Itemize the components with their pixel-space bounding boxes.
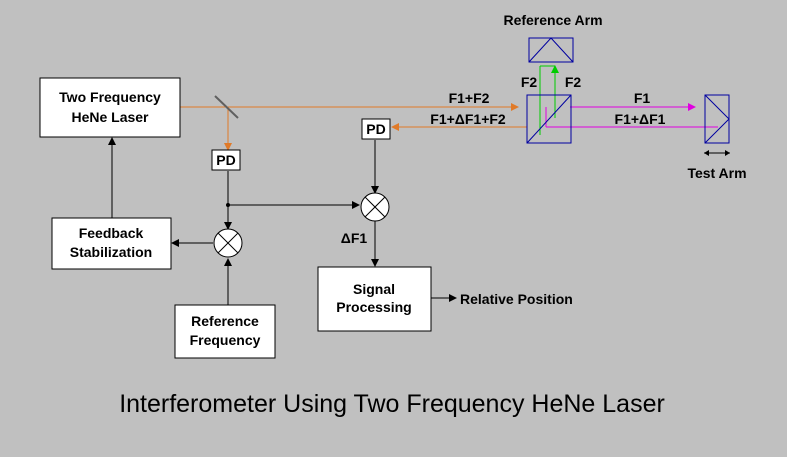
- laser-beams: [180, 103, 527, 151]
- signal-label-line2: Processing: [336, 299, 411, 315]
- reference-frequency-box: Reference Frequency: [174, 304, 276, 359]
- f1-plus-df1-label: F1+ΔF1: [615, 111, 666, 127]
- ref-freq-label-line2: Frequency: [190, 332, 261, 348]
- pd-measurement-label: PD: [366, 121, 385, 137]
- photodetector-measurement: PD: [361, 118, 391, 140]
- laser-label-line2: HeNe Laser: [71, 109, 149, 125]
- diagram-title: Interferometer Using Two Frequency HeNe …: [119, 390, 665, 418]
- ref-freq-label-line1: Reference: [191, 313, 259, 329]
- return-beam-label: F1+ΔF1+F2: [430, 111, 506, 127]
- relative-position-label: Relative Position: [460, 291, 573, 307]
- beam-sampler-mirror: [214, 95, 239, 119]
- mixer-stabilization: [213, 228, 243, 258]
- f2-left-label: F2: [521, 74, 538, 90]
- reference-arm-label: Reference Arm: [503, 12, 602, 28]
- signal-lines: [108, 137, 457, 305]
- signal-processing-box: Signal Processing: [317, 266, 432, 332]
- test-arm-motion-arrow: [704, 150, 730, 156]
- signal-label-line1: Signal: [353, 281, 395, 297]
- test-retroreflector: [704, 94, 730, 144]
- feedback-label-line2: Stabilization: [70, 244, 152, 260]
- feedback-label-line1: Feedback: [79, 225, 144, 241]
- pd-reference-label: PD: [216, 152, 235, 168]
- feedback-box: Feedback Stabilization: [51, 217, 172, 270]
- laser-box: Two Frequency HeNe Laser: [39, 77, 181, 138]
- reference-arm-beams: [539, 65, 559, 135]
- reference-retroreflector: [528, 37, 574, 63]
- polarizing-beam-splitter: [526, 94, 572, 144]
- photodetector-reference: PD: [211, 149, 241, 171]
- laser-label-line1: Two Frequency: [59, 89, 161, 105]
- f1-label: F1: [634, 90, 651, 106]
- delta-f1-label: ΔF1: [341, 230, 368, 246]
- mixer-measurement: [360, 192, 390, 222]
- f1-plus-f2-label: F1+F2: [449, 90, 490, 106]
- f2-right-label: F2: [565, 74, 582, 90]
- test-arm-label: Test Arm: [687, 165, 746, 181]
- test-arm-beams: [545, 103, 718, 128]
